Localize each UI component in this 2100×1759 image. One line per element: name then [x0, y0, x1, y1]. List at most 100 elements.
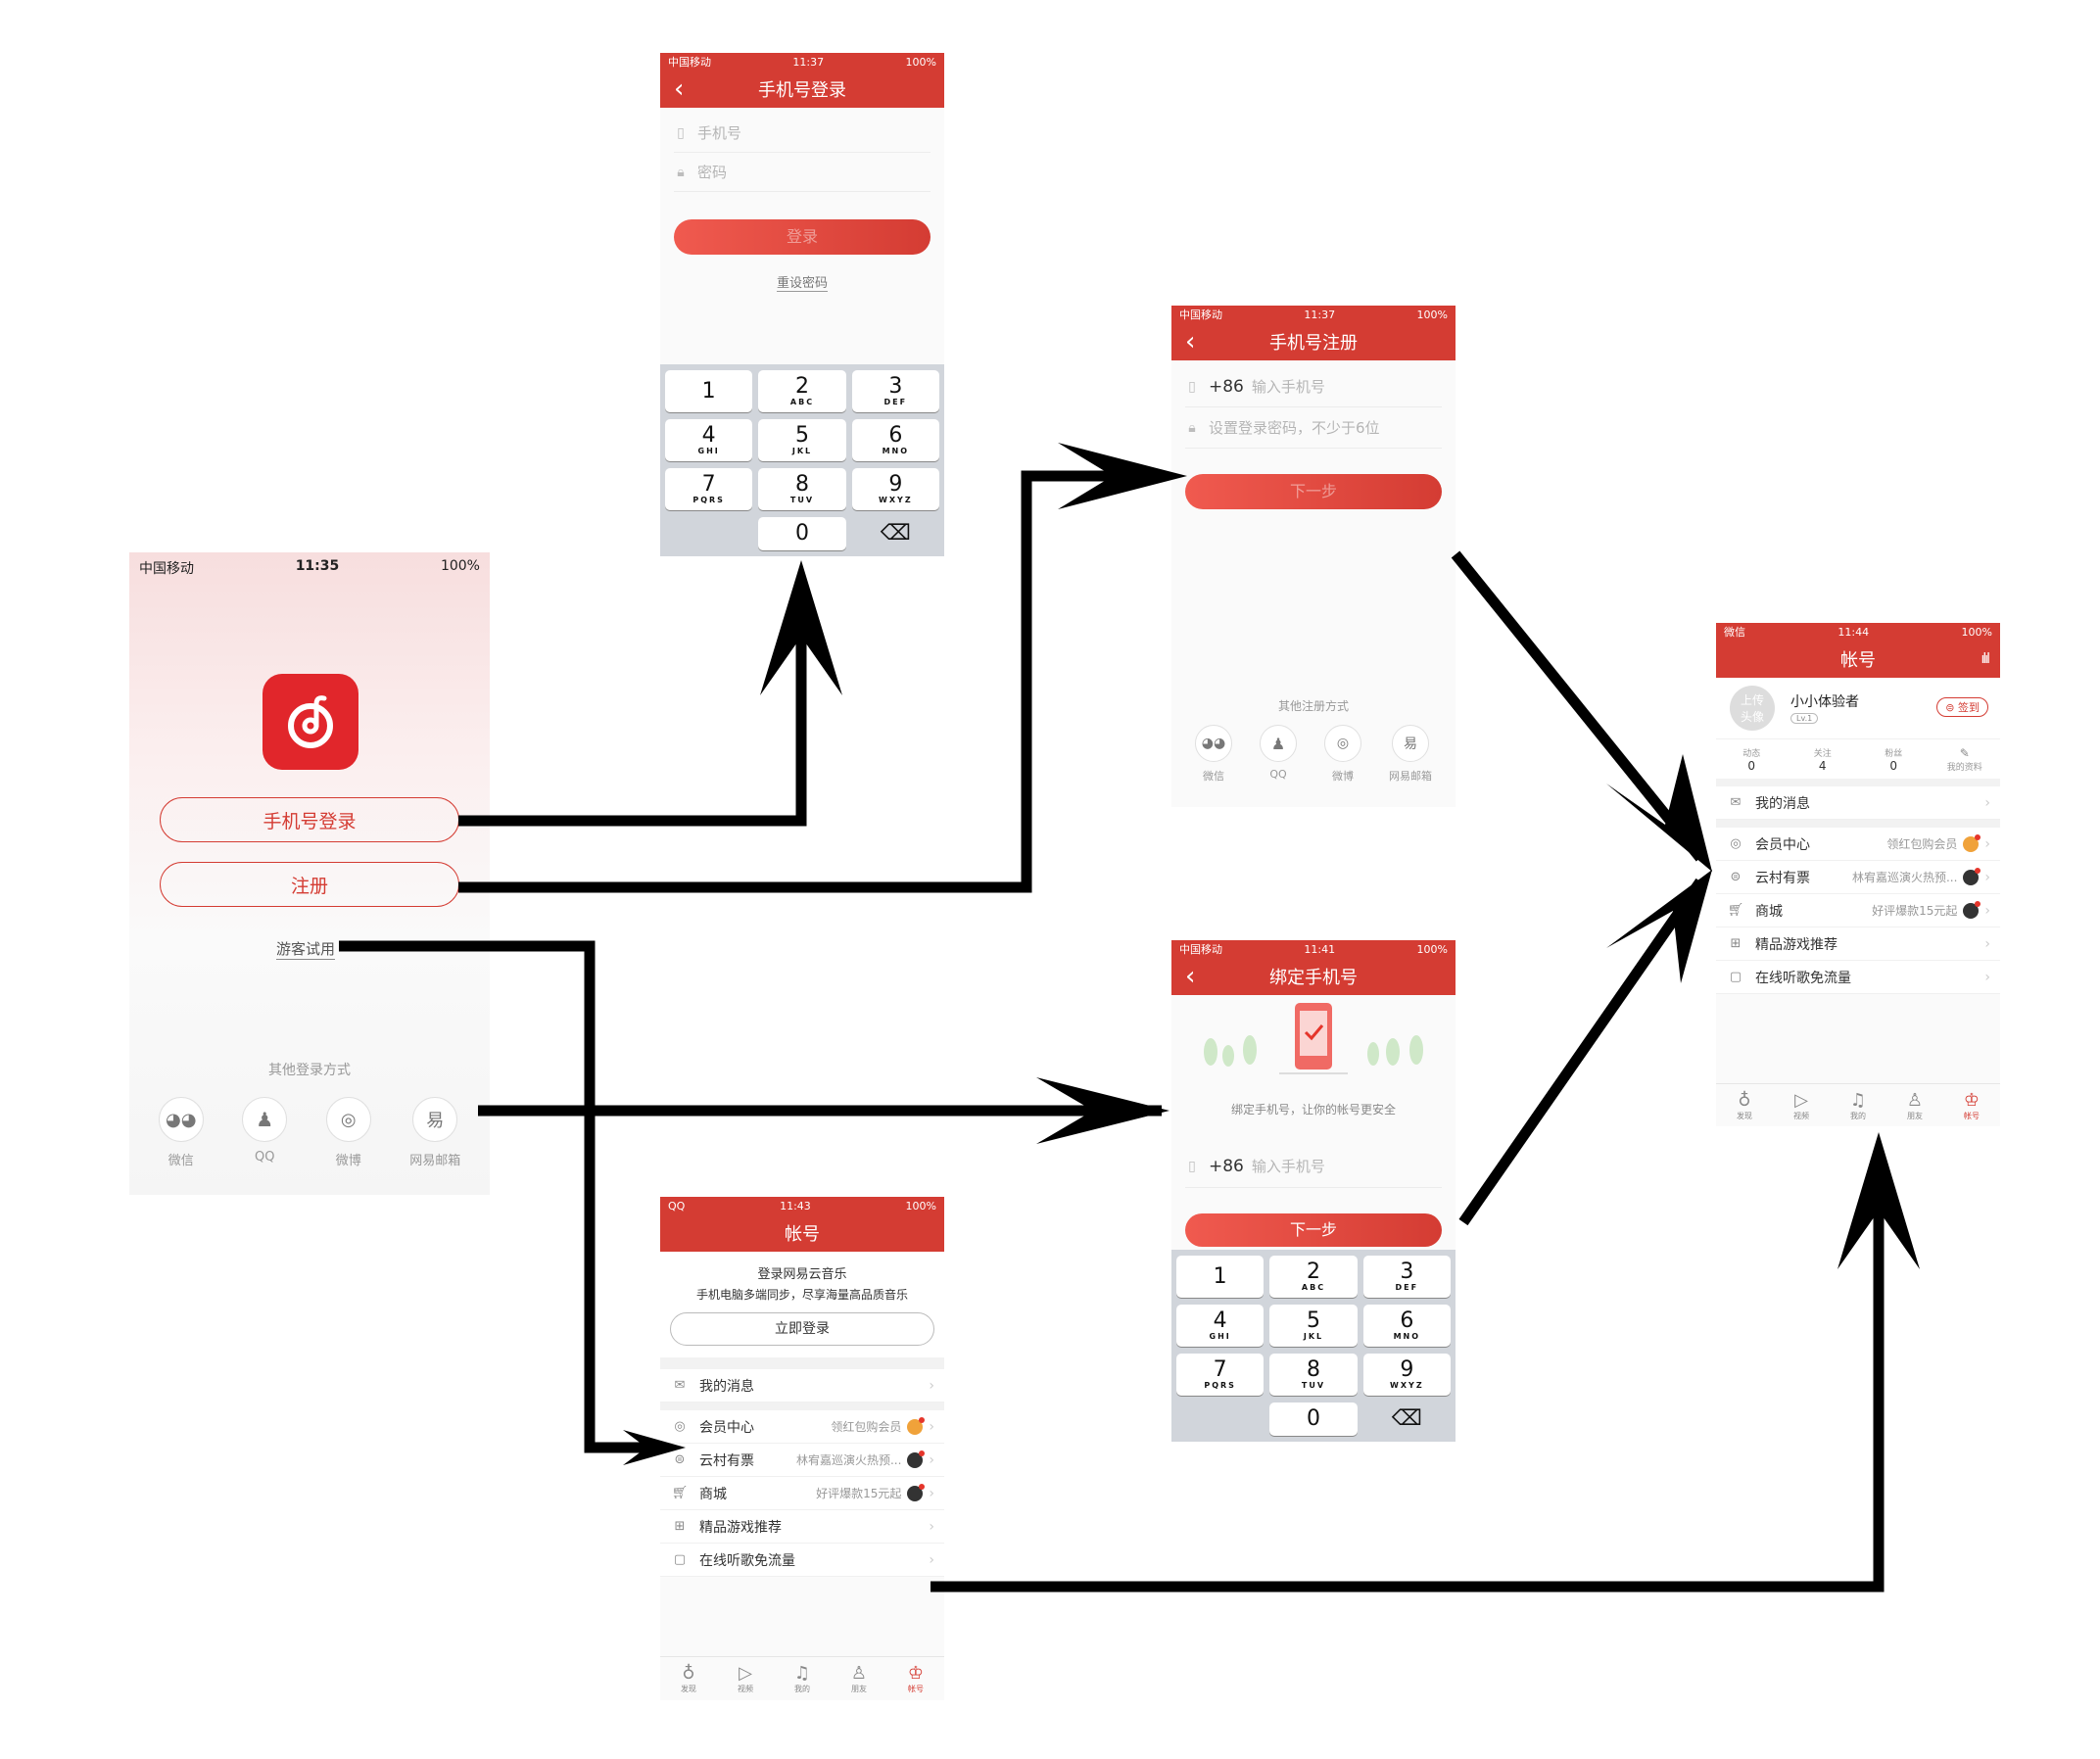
gamepad-icon: ⊞ — [674, 1519, 686, 1534]
keypad-key-1[interactable]: 1 — [665, 370, 753, 412]
login-now-button[interactable]: 立即登录 — [670, 1312, 934, 1346]
data-free-icon: ▢ — [1729, 970, 1742, 984]
back-arrow-icon[interactable]: ‹ — [1185, 327, 1196, 357]
title-bar: ‹ 绑定手机号 — [1171, 958, 1456, 995]
keypad-key-0[interactable]: 0 — [1269, 1402, 1358, 1436]
delete-key-icon[interactable]: ⌫ — [1391, 1406, 1422, 1431]
lock-icon: 🔒︎ — [1188, 419, 1196, 436]
menu-item-2[interactable]: ⊜云村有票林宥嘉巡演火热预...› — [660, 1444, 944, 1477]
tab-2[interactable]: ♫我的 — [793, 1663, 811, 1693]
equalizer-icon[interactable]: ılıl — [1981, 651, 1989, 667]
tab-0[interactable]: ♁发现 — [681, 1663, 696, 1693]
phone-field[interactable]: ▯ +86 输入手机号 — [1185, 1145, 1442, 1188]
other-login-title: 其他登录方式 — [268, 1063, 351, 1078]
login-button[interactable]: 登录 — [674, 219, 931, 255]
wechat-icon: ◕◕ — [158, 1097, 204, 1142]
tab-4[interactable]: ♔帐号 — [1963, 1090, 1981, 1120]
arrowhead-right-1 — [1058, 443, 1187, 509]
menu-item-1[interactable]: ◎会员中心领红包购会员› — [1716, 828, 2000, 861]
back-arrow-icon[interactable]: ‹ — [1185, 962, 1196, 991]
avatar[interactable]: 上传头像 — [1730, 686, 1775, 731]
social-wechat[interactable]: ◕◕微信 — [158, 1097, 204, 1168]
menu-item-2[interactable]: ⊜云村有票林宥嘉巡演火热预...› — [1716, 861, 2000, 894]
menu-item-3[interactable]: 🛒︎商城好评爆款15元起› — [1716, 894, 2000, 927]
phone-field[interactable]: ▯ 手机号 — [674, 114, 931, 153]
phone-field[interactable]: ▯ +86 输入手机号 — [1185, 366, 1442, 407]
next-button[interactable]: 下一步 — [1185, 1213, 1442, 1247]
social-login-row: ◕◕微信 ♟QQ ◎微博 易网易邮箱 — [139, 1097, 480, 1168]
arrow-guest-account-to-user — [931, 1154, 1885, 1593]
menu-item-1[interactable]: ◎会员中心领红包购会员› — [660, 1410, 944, 1444]
bind-hint: 绑定手机号，让你的帐号更安全 — [1230, 1103, 1396, 1117]
social-netease-mail[interactable]: 易网易邮箱 — [1389, 725, 1432, 784]
keypad-key-1[interactable]: 1 — [1176, 1256, 1265, 1298]
chevron-right-icon: › — [1984, 935, 1990, 952]
guest-trial-link[interactable]: 游客试用 — [276, 940, 336, 960]
arrowhead-right-3 — [1036, 1077, 1169, 1144]
menu-item-0[interactable]: ✉我的消息› — [1716, 786, 2000, 820]
reset-password-link[interactable]: 重设密码 — [776, 276, 828, 292]
menu-item-3[interactable]: 🛒︎商城好评爆款15元起› — [660, 1477, 944, 1510]
thumbnail-badge — [1963, 900, 1981, 919]
carrier: 中国移动 — [139, 561, 194, 577]
social-qq[interactable]: ♟QQ — [1260, 725, 1297, 784]
qq-icon: ♟ — [1260, 725, 1297, 762]
social-weibo[interactable]: ◎微博 — [325, 1097, 371, 1168]
tab-3[interactable]: ♙朋友 — [1906, 1090, 1924, 1120]
page-title: 手机号登录 — [758, 80, 846, 101]
status-bar: 中国移动 11:37 100% — [1179, 308, 1448, 322]
tab-0[interactable]: ♁发现 — [1737, 1090, 1752, 1120]
tab-3[interactable]: ♙朋友 — [850, 1663, 868, 1693]
menu-item-5[interactable]: ▢在线听歌免流量› — [660, 1544, 944, 1577]
sign-in-button[interactable]: ⊜ 签到 — [1936, 697, 1988, 717]
stat-3[interactable]: ✎我的资料 — [1946, 745, 1982, 773]
login-prompt: 登录网易云音乐 手机电脑多端同步，尽享海量高品质音乐 立即登录 — [660, 1252, 944, 1357]
menu-item-4[interactable]: ⊞精品游戏推荐› — [660, 1510, 944, 1544]
status-bar: 中国移动 11:37 100% — [668, 55, 936, 70]
tab-1[interactable]: ▷视频 — [1793, 1090, 1809, 1120]
menu-item-5[interactable]: ▢在线听歌免流量› — [1716, 961, 2000, 994]
menu-item-0[interactable]: ✉我的消息› — [660, 1369, 944, 1402]
social-wechat[interactable]: ◕◕微信 — [1195, 725, 1232, 784]
password-field[interactable]: 🔒︎ 密码 — [674, 153, 931, 192]
tab-1[interactable]: ▷视频 — [738, 1663, 753, 1693]
menu-item-4[interactable]: ⊞精品游戏推荐› — [1716, 927, 2000, 961]
social-qq[interactable]: ♟QQ — [242, 1097, 288, 1168]
country-code[interactable]: +86 — [1209, 376, 1244, 397]
discover-icon: ♁ — [682, 1663, 695, 1684]
lock-icon: 🔒︎ — [677, 164, 685, 180]
delete-key-icon[interactable]: ⌫ — [880, 521, 911, 546]
arrowhead-diag-2 — [1606, 870, 1712, 983]
vip-icon: ◎ — [674, 1419, 686, 1434]
tab-4[interactable]: ♔帐号 — [907, 1663, 925, 1693]
social-weibo[interactable]: ◎微博 — [1324, 725, 1361, 784]
password-field[interactable]: 🔒︎ 设置登录密码，不少于6位 — [1185, 407, 1442, 449]
data-free-icon: ▢ — [673, 1552, 687, 1567]
country-code[interactable]: +86 — [1209, 1156, 1244, 1176]
social-netease-mail[interactable]: 易网易邮箱 — [409, 1097, 460, 1168]
keypad-key-0[interactable]: 0 — [758, 517, 846, 550]
next-button[interactable]: 下一步 — [1185, 474, 1442, 509]
tab-2[interactable]: ♫我的 — [1849, 1090, 1867, 1120]
back-arrow-icon[interactable]: ‹ — [674, 74, 685, 104]
